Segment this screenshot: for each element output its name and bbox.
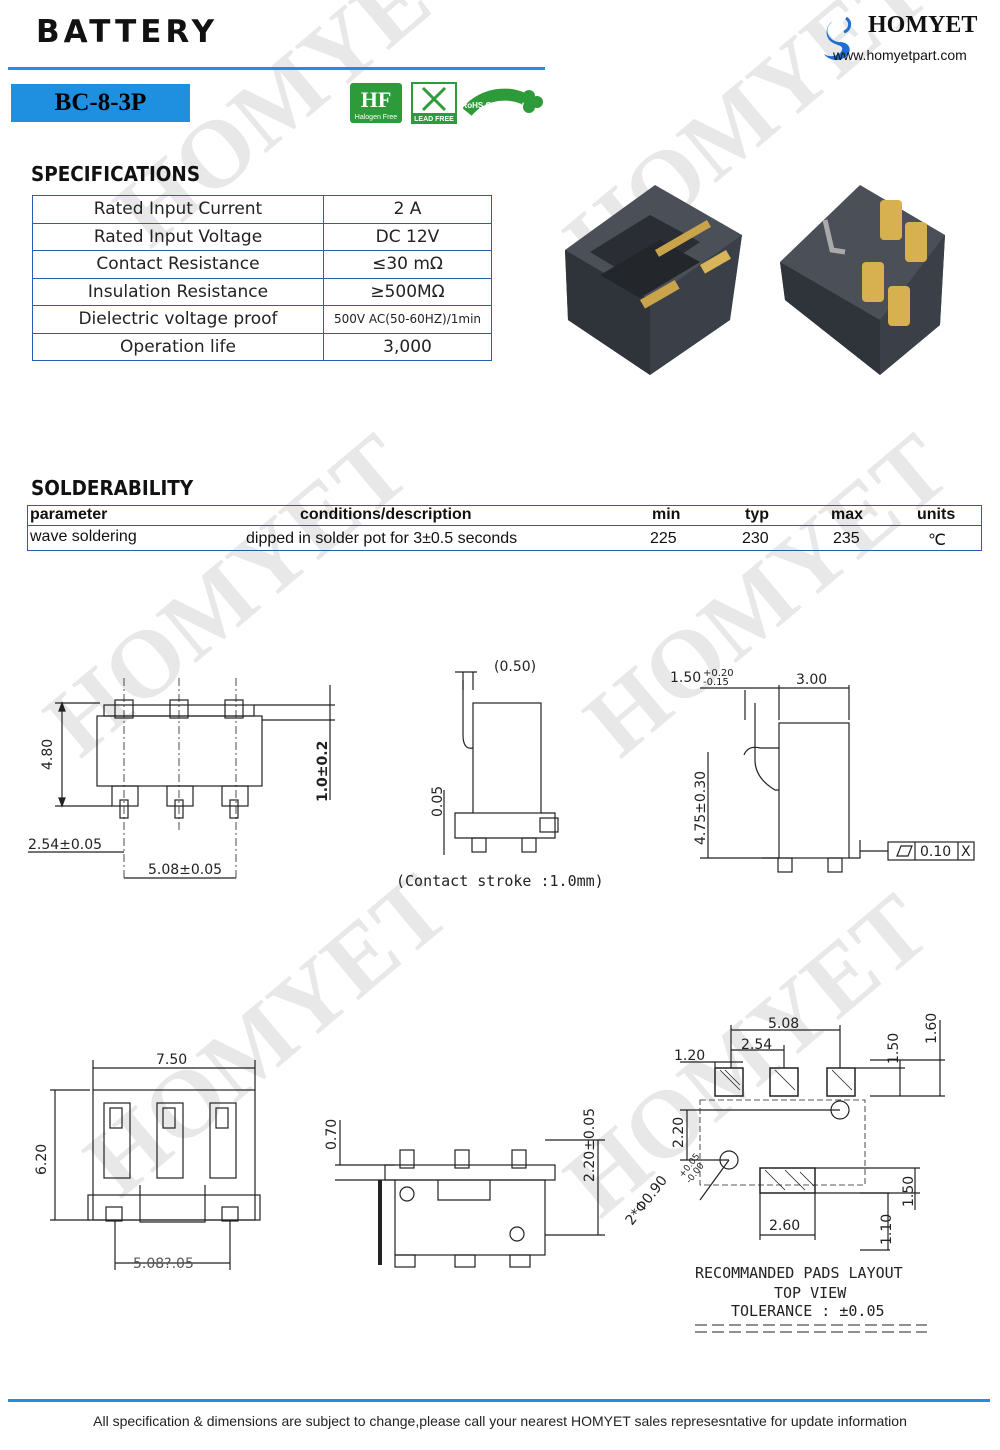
back-view-drawing [335,1120,605,1268]
side-view-2-drawing [700,685,975,873]
pads-layout-drawing [680,1020,945,1333]
spec-value: 3,000 [323,332,492,361]
solderability-heading: SOLDERABILITY [31,476,194,500]
dim-label: 2.60 [769,1218,800,1234]
dim-label: 0.05 [430,786,446,817]
table-header-row [28,506,981,526]
dim-label: 5.08±0.05 [148,862,222,878]
top-view-drawing [50,1060,261,1270]
dim-label: 0.70 [324,1119,340,1150]
table-row: Insulation Resistance≥500MΩ [32,277,492,306]
footer-divider [8,1399,990,1402]
dim-label: 1.50 [886,1033,902,1064]
dim-label: 2.54±0.05 [28,837,102,853]
dim-label: 4.80 [40,739,56,770]
column-header: conditions/description [300,506,472,523]
dim-label: 3.00 [796,672,827,688]
dim-label: 1.20 [674,1048,705,1064]
dim-label: 4.75±0.30 [693,771,709,845]
spec-value: DC 12V [323,222,492,251]
product-photo-left [565,185,742,375]
technical-drawings [28,671,975,1333]
dim-label: 1.50 [901,1176,917,1207]
column-header: max [831,506,864,523]
dim-label: 0.10 [920,844,951,860]
pads-caption: TOP VIEW [774,1284,847,1302]
spec-name: Rated Input Current [32,195,324,224]
svg-text:Halogen Free: Halogen Free [355,114,398,121]
column-header: parameter [30,506,108,523]
dim-label: X [961,844,971,860]
website: www.homyetpart.com [833,47,967,63]
dim-label: 7.50 [156,1052,187,1068]
dim-label: 5.08 [768,1016,799,1032]
lead-free-icon: LEAD FREE [411,82,457,124]
table-cell: 225 [650,530,677,547]
spec-value: 2 A [323,195,492,224]
dim-label: 1.60 [924,1013,940,1044]
drawing-note: (Contact stroke :1.0mm) [396,872,604,890]
dim-label: 1.50 [670,670,701,686]
dim-label: 2*Φ0.90 [623,1173,671,1229]
dim-label: 2.20 [671,1117,687,1148]
page-title: BATTERY [36,14,219,50]
dimension-labels: 4.80 1.0±0.2 2.54±0.05 5.08±0.05 (0.50) … [28,659,971,1320]
solderability-table: parameter conditions/description min typ… [27,505,982,551]
dim-label: 1.10 [879,1214,895,1245]
column-header: units [917,506,956,523]
footer-text: All specification & dimensions are subje… [93,1413,907,1429]
spec-name: Rated Input Voltage [32,222,324,251]
table-cell: 235 [833,530,860,547]
dim-label: (0.50) [494,659,536,675]
svg-text:HF: HF [361,87,392,112]
front-view-drawing [28,678,335,880]
table-cell: ℃ [928,532,946,549]
pads-caption: RECOMMANDED PADS LAYOUT [695,1264,903,1282]
model-number: BC-8-3P [11,84,190,122]
svg-text:RoHS Compliant: RoHS Compliant [463,101,525,110]
dim-label: +0.20 [703,668,734,679]
spec-name: Contact Resistance [32,250,324,279]
brand-logo-icon [824,16,852,61]
table-cell: 230 [742,530,769,547]
spec-value: ≤30 mΩ [323,250,492,279]
spec-value: 500V AC(50-60HZ)/1min [323,305,492,334]
dim-label: 5.08?.05 [133,1256,194,1272]
rohs-compliant-icon: RoHS Compliant [463,88,543,117]
dim-label: 2.20±0.05 [582,1108,598,1182]
table-cell: wave soldering [30,528,137,545]
header-divider [8,67,545,70]
dim-label: -0.15 [703,677,729,688]
halogen-free-icon: HF Halogen Free [350,83,402,123]
side-view-drawing [443,671,559,855]
column-header: min [652,506,681,523]
table-cell: dipped in solder pot for 3±0.5 seconds [246,530,518,547]
product-photo [565,185,945,375]
dim-label: 6.20 [34,1144,50,1175]
table-row: Contact Resistance≤30 mΩ [32,250,492,279]
pads-caption: TOLERANCE : ±0.05 [731,1302,885,1320]
brand-name: HOMYET [868,12,978,38]
specifications-heading: SPECIFICATIONS [31,162,201,186]
dim-label: 1.0±0.2 [315,741,331,802]
column-header: typ [745,506,769,523]
spec-name: Operation life [32,332,324,361]
product-photo-right [780,185,945,375]
svg-text:LEAD FREE: LEAD FREE [414,116,454,123]
dim-label: 2.54 [741,1037,772,1053]
